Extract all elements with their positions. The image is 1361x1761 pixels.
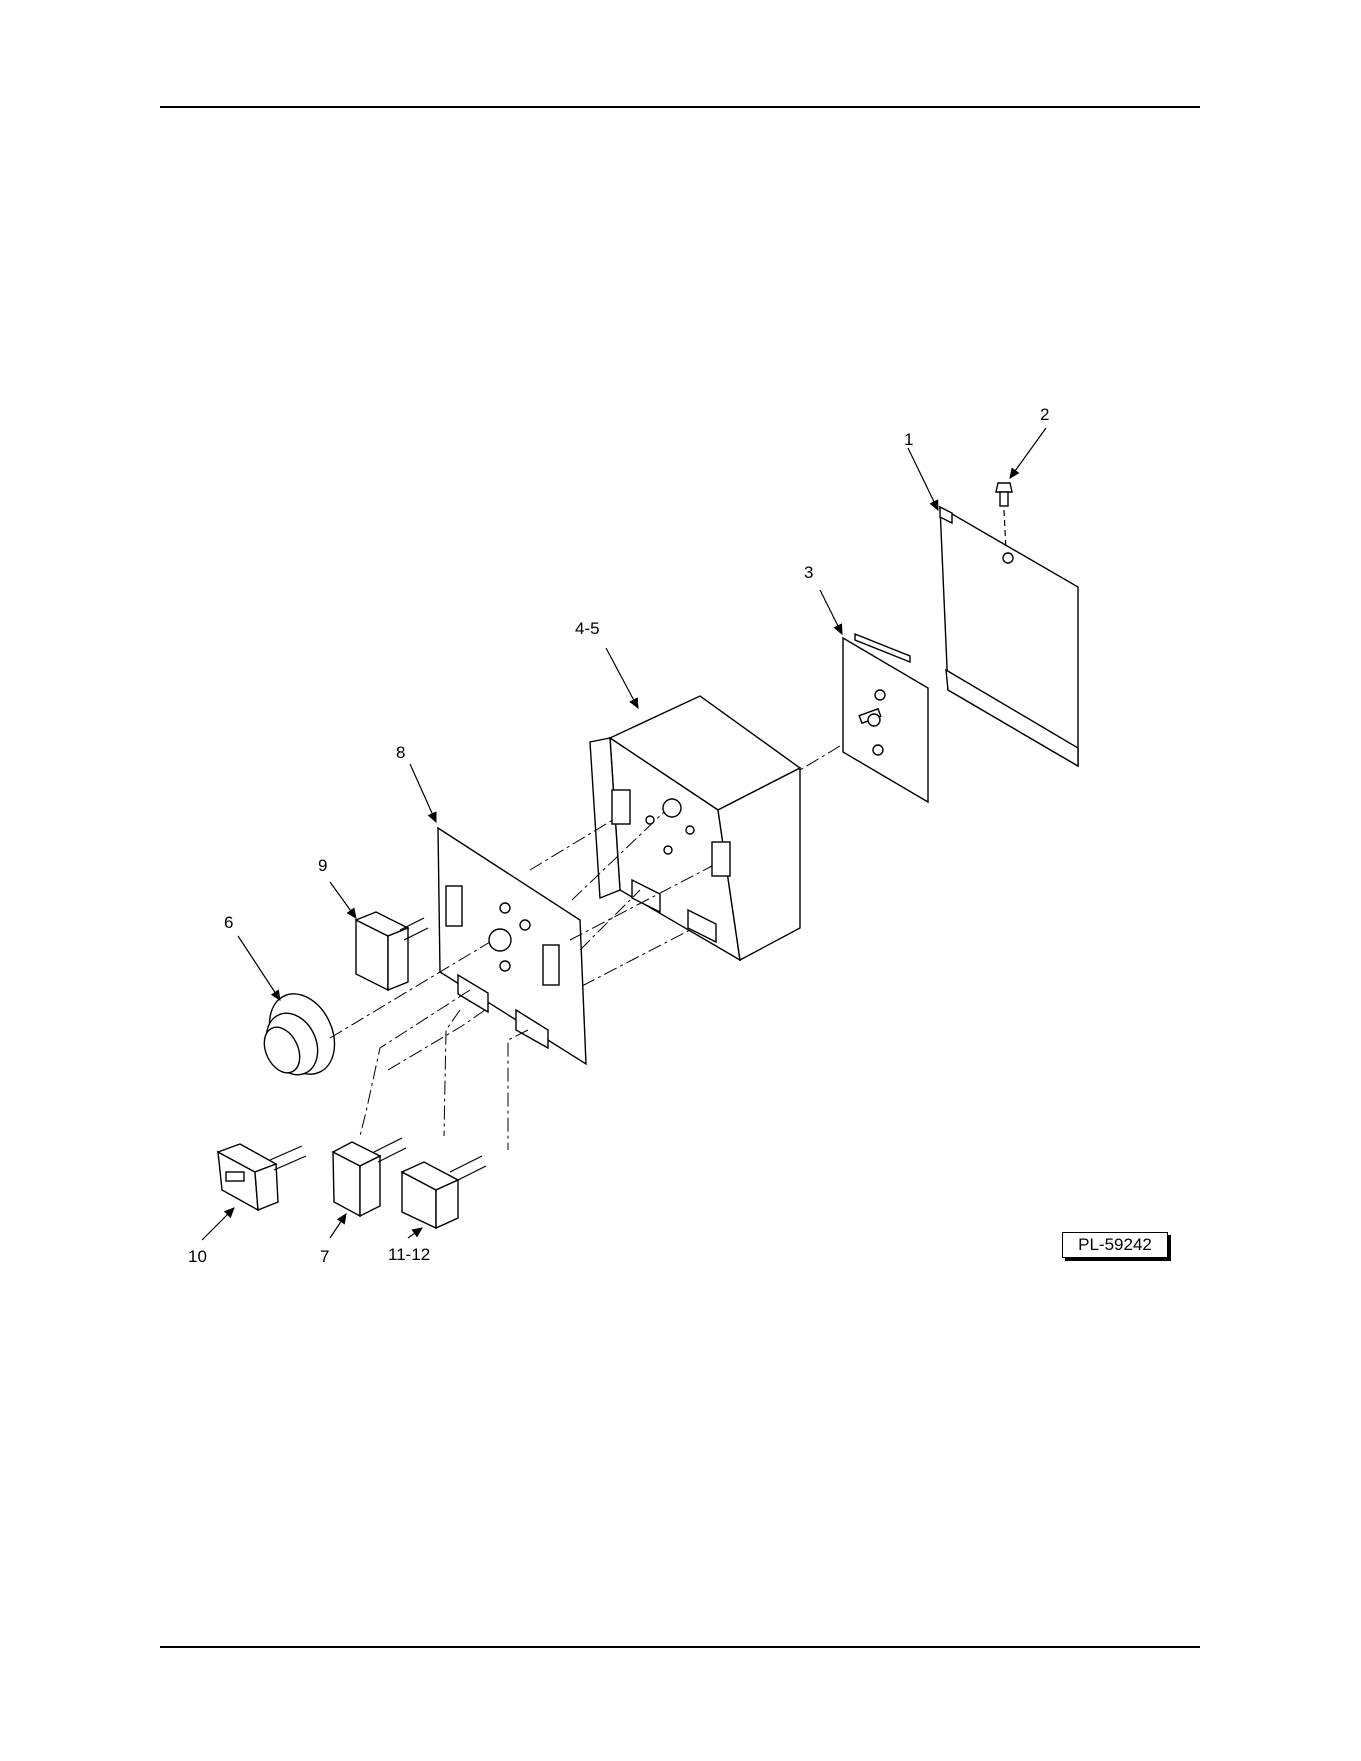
callout-10: 10 bbox=[188, 1247, 207, 1266]
callout-3: 3 bbox=[804, 563, 813, 582]
callout-6: 6 bbox=[224, 913, 233, 932]
callout-1: 1 bbox=[904, 430, 913, 449]
part-4-5-control-box bbox=[590, 696, 800, 960]
callout-2: 2 bbox=[1040, 405, 1049, 424]
part-9-rocker-switch bbox=[356, 912, 428, 990]
callout-4-5: 4-5 bbox=[575, 619, 600, 638]
part-3-control-board bbox=[843, 634, 928, 802]
callout-7: 7 bbox=[320, 1247, 329, 1266]
part-10-switch bbox=[218, 1144, 306, 1210]
callout-9: 9 bbox=[318, 856, 327, 875]
part-2-screw bbox=[996, 483, 1012, 550]
part-7-switch bbox=[333, 1138, 406, 1216]
part-1-back-cover bbox=[940, 507, 1078, 766]
callout-8: 8 bbox=[396, 743, 405, 762]
part-8-front-panel bbox=[438, 828, 586, 1064]
drawing-code-label: PL-59242 bbox=[1062, 1232, 1168, 1258]
part-11-12-switch bbox=[402, 1156, 486, 1228]
part-6-knob bbox=[257, 983, 347, 1084]
callout-11-12: 11-12 bbox=[388, 1245, 430, 1264]
